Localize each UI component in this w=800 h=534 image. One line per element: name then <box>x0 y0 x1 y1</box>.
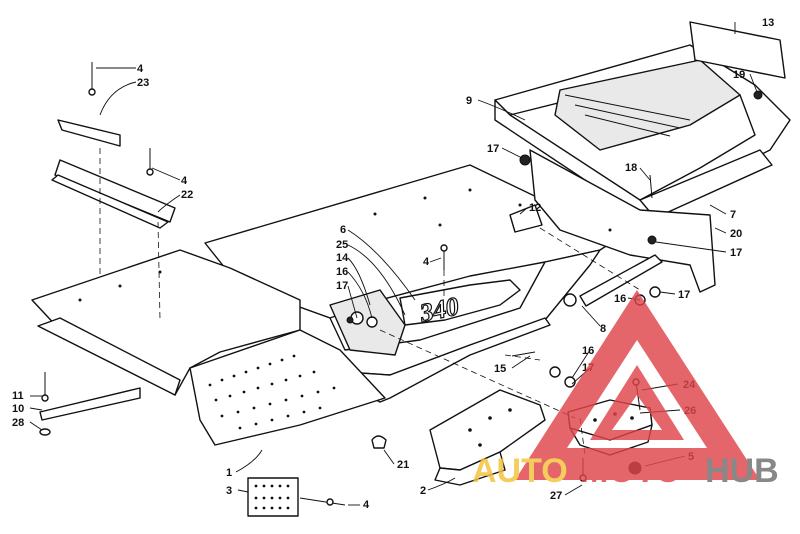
callout-labels: 4 23 4 22 11 10 28 1 3 4 21 2 27 5 26 24… <box>12 17 774 511</box>
watermark-hub: HUB <box>705 452 779 490</box>
callout-23: 23 <box>137 77 149 89</box>
callout-16: 16 <box>614 293 626 305</box>
callout-6: 6 <box>340 224 346 236</box>
callout-10: 10 <box>12 403 24 415</box>
callout-27: 27 <box>550 490 562 502</box>
callout-17: 17 <box>730 247 742 259</box>
callout-4: 4 <box>137 63 144 75</box>
leader-lines <box>29 22 758 506</box>
callout-17: 17 <box>487 143 499 155</box>
callout-18: 18 <box>625 162 637 174</box>
callout-16: 16 <box>336 266 348 278</box>
watermark-moto: MOTO <box>580 452 681 490</box>
callout-17: 17 <box>336 280 348 292</box>
callout-21: 21 <box>397 459 409 471</box>
callout-4: 4 <box>363 499 370 511</box>
callout-9: 9 <box>466 95 472 107</box>
callout-28: 28 <box>12 417 24 429</box>
rear-rack <box>494 44 791 293</box>
decal-plate <box>689 21 786 79</box>
callout-15: 15 <box>494 363 506 375</box>
callout-16: 16 <box>582 345 594 357</box>
callout-4: 4 <box>423 256 430 268</box>
callout-11: 11 <box>12 390 24 402</box>
fasteners <box>39 62 763 506</box>
callout-7: 7 <box>730 209 736 221</box>
callout-20: 20 <box>730 228 742 240</box>
side-panel <box>31 249 386 446</box>
callout-2: 2 <box>420 485 426 497</box>
mount-brackets <box>51 119 176 229</box>
license-plate <box>247 477 299 517</box>
callout-12: 12 <box>529 202 541 214</box>
foot-bracket <box>429 389 546 486</box>
callout-25: 25 <box>336 239 348 251</box>
watermark: AUTO MOTO HUB <box>472 290 779 490</box>
callout-3: 3 <box>226 485 232 497</box>
watermark-triangle-icon <box>515 290 760 480</box>
callout-13: 13 <box>762 17 774 29</box>
vent-holes <box>208 354 336 430</box>
callout-14: 14 <box>336 252 349 264</box>
callout-4: 4 <box>181 175 188 187</box>
callout-1: 1 <box>226 467 232 479</box>
watermark-auto: AUTO <box>472 452 568 490</box>
callout-8: 8 <box>600 323 606 335</box>
callout-22: 22 <box>181 189 193 201</box>
callout-17: 17 <box>678 289 690 301</box>
callout-19: 19 <box>733 69 745 81</box>
